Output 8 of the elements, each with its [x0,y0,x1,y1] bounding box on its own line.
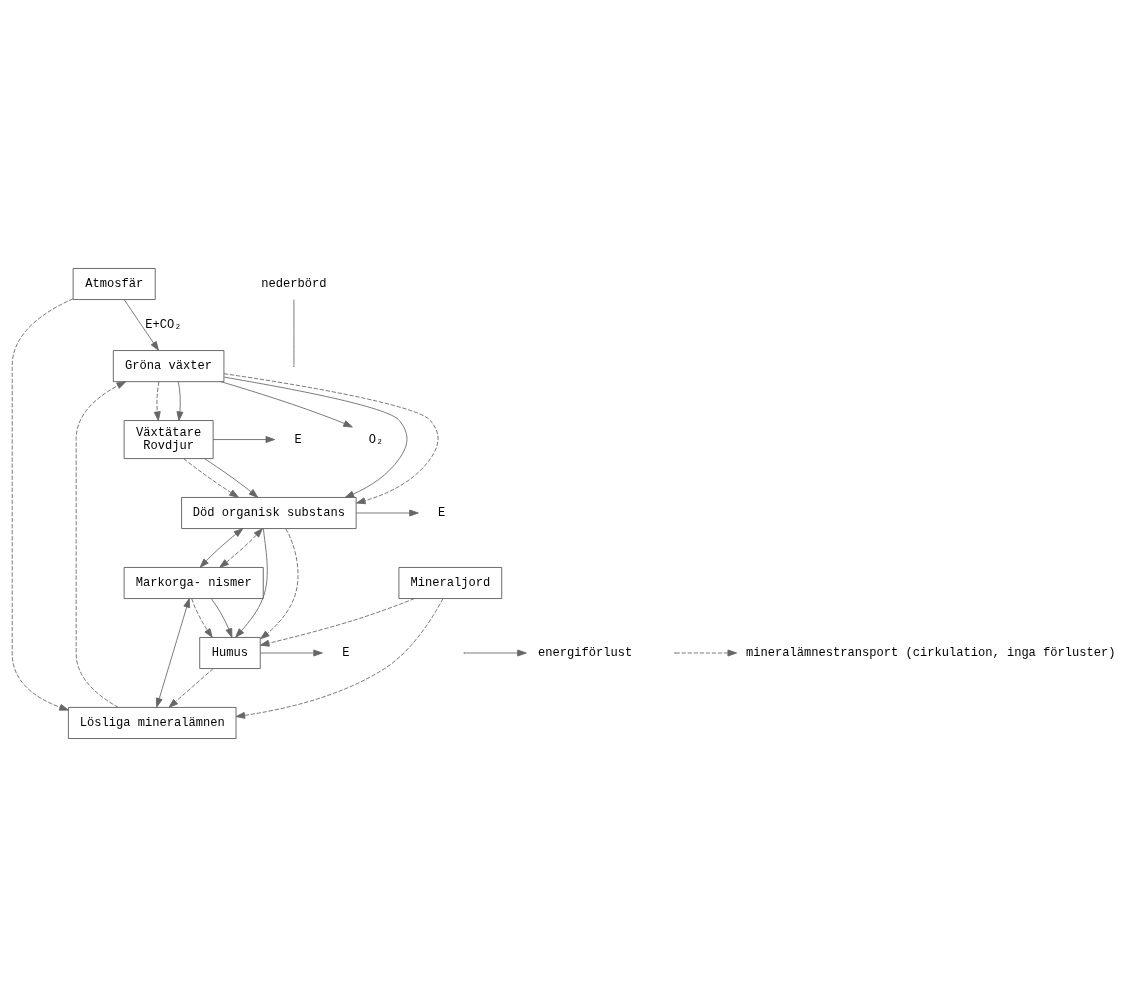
node-text: nederbörd [261,277,327,292]
legend-label: mineralämnestransport (cirkulation, inga förluster) [745,646,1116,661]
node-text: E [342,646,350,661]
edge-label: E+CO₂ [145,318,182,333]
node-text: E [294,432,302,447]
node-text: E [438,506,446,521]
legend-label: energiförlust [538,646,633,661]
node-text: O₂ [368,432,384,447]
